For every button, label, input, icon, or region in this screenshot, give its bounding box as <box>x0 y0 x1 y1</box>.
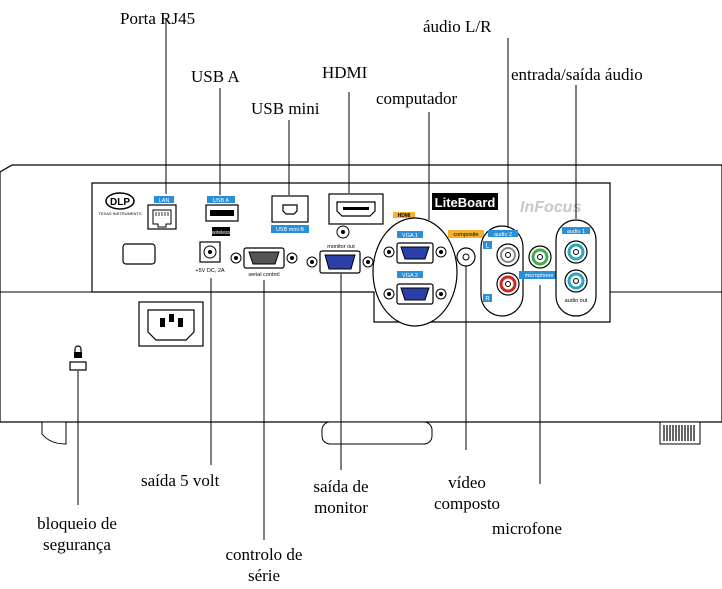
vga1-tag-label: VGA 1 <box>402 233 418 239</box>
serial-port <box>230 247 298 269</box>
liteboard-badge <box>432 193 498 210</box>
usb-mini-port <box>271 195 309 223</box>
lock-icon <box>74 345 82 358</box>
callout-audio-in-out: entrada/saída áudio <box>511 65 643 84</box>
callout-usb-mini: USB mini <box>251 99 320 118</box>
security-slot <box>69 361 87 371</box>
callout-hdmi: HDMI <box>322 63 368 82</box>
lan-tag-label: LAN <box>159 198 170 204</box>
hdmi-port <box>328 193 384 225</box>
callout-usb-a: USB A <box>191 67 240 86</box>
composite-port <box>456 247 476 267</box>
texas-text: TEXAS INSTRUMENTS <box>98 211 141 216</box>
dlp-logo: DLP TEXAS INSTRUMENTS <box>98 192 142 216</box>
ac-power-inlet <box>138 301 204 347</box>
lan-tag <box>154 196 174 203</box>
audio1-tag-label: audio 1 <box>567 229 585 235</box>
callout-security-lock: bloqueio de segurança <box>22 513 132 555</box>
callout-composite-line2: composto <box>433 494 501 513</box>
callout-5v-output: saída 5 volt <box>141 471 220 490</box>
monitor-out-ground <box>336 225 350 239</box>
rj45-port <box>147 204 177 230</box>
usb-mini-tag-label: USB mini B <box>276 227 304 233</box>
vga2-tag <box>397 271 423 278</box>
audio1-tag <box>562 227 590 234</box>
wireless-label: wireless <box>212 230 231 236</box>
audio2-r-jack <box>496 272 520 296</box>
microphone-tag-label: microphone <box>525 273 554 279</box>
audio2-l-jack <box>496 243 520 267</box>
wireless-badge: wireless <box>212 227 231 236</box>
dlp-text: DLP <box>110 197 130 208</box>
foot-right <box>659 421 701 445</box>
callout-rj45-port: Porta RJ45 <box>120 9 196 28</box>
composite-tag <box>448 230 484 238</box>
microphone-tag <box>519 271 559 279</box>
vga2-port <box>383 283 447 305</box>
panel-cutout <box>122 243 156 265</box>
callout-lines <box>77 18 577 540</box>
audio-out-jack <box>564 269 588 293</box>
audio-out-label: audio out <box>565 298 588 304</box>
foot-center <box>321 421 433 445</box>
power-jack <box>199 241 221 263</box>
liteboard-text: LiteBoard <box>435 195 496 210</box>
callout-lock-line2: segurança <box>43 535 111 554</box>
callout-lock-line1: bloqueio de <box>37 514 117 533</box>
monitor-out-port <box>306 250 374 274</box>
hdmi-logo-text: HDMI <box>398 213 411 219</box>
audio2-l-tag <box>483 241 492 249</box>
callout-serial-control: controlo de série <box>210 544 318 586</box>
composite-tag-label: composite <box>453 232 478 238</box>
power-jack-label: +5V DC, 2A <box>195 268 225 274</box>
usb-a-tag <box>207 196 235 203</box>
monitor-out-label: monitor out <box>327 244 355 250</box>
callout-monitor-out: saída de monitor <box>300 476 382 518</box>
callout-serial-line2: série <box>247 566 281 585</box>
audio2-outline <box>480 225 524 317</box>
hdmi-logo-badge <box>393 212 415 218</box>
usb-a-port <box>205 204 239 222</box>
callout-microphone: microfone <box>492 519 562 538</box>
audio-in-jack <box>564 240 588 264</box>
usb-a-tag-label: USB A <box>213 198 230 204</box>
callout-composite-line1: vídeo <box>448 473 486 492</box>
callout-monitor-out-line1: saída de <box>313 477 369 496</box>
audio2-tag-label: audio 2 <box>494 232 512 238</box>
foot-left <box>41 421 67 445</box>
vga1-tag <box>397 231 423 238</box>
audio1-outline <box>555 219 597 317</box>
microphone-jack <box>528 245 552 269</box>
vga2-tag-label: VGA 2 <box>402 273 418 279</box>
audio2-l-label: L <box>486 244 490 250</box>
audio2-r-tag <box>483 294 492 302</box>
serial-port-label: serial control <box>248 272 279 278</box>
callout-monitor-out-line2: monitor <box>314 498 368 517</box>
callout-computer: computador <box>376 89 458 108</box>
callout-audio-lr: áudio L/R <box>423 17 492 36</box>
audio2-r-label: R <box>485 297 490 303</box>
infocus-logo: InFocus <box>520 199 581 216</box>
callout-serial-line1: controlo de <box>225 545 303 564</box>
audio2-tag <box>488 230 518 237</box>
vga1-port <box>383 242 447 264</box>
usb-mini-tag <box>271 225 309 233</box>
callout-composite-video: vídeo composto <box>426 472 508 514</box>
